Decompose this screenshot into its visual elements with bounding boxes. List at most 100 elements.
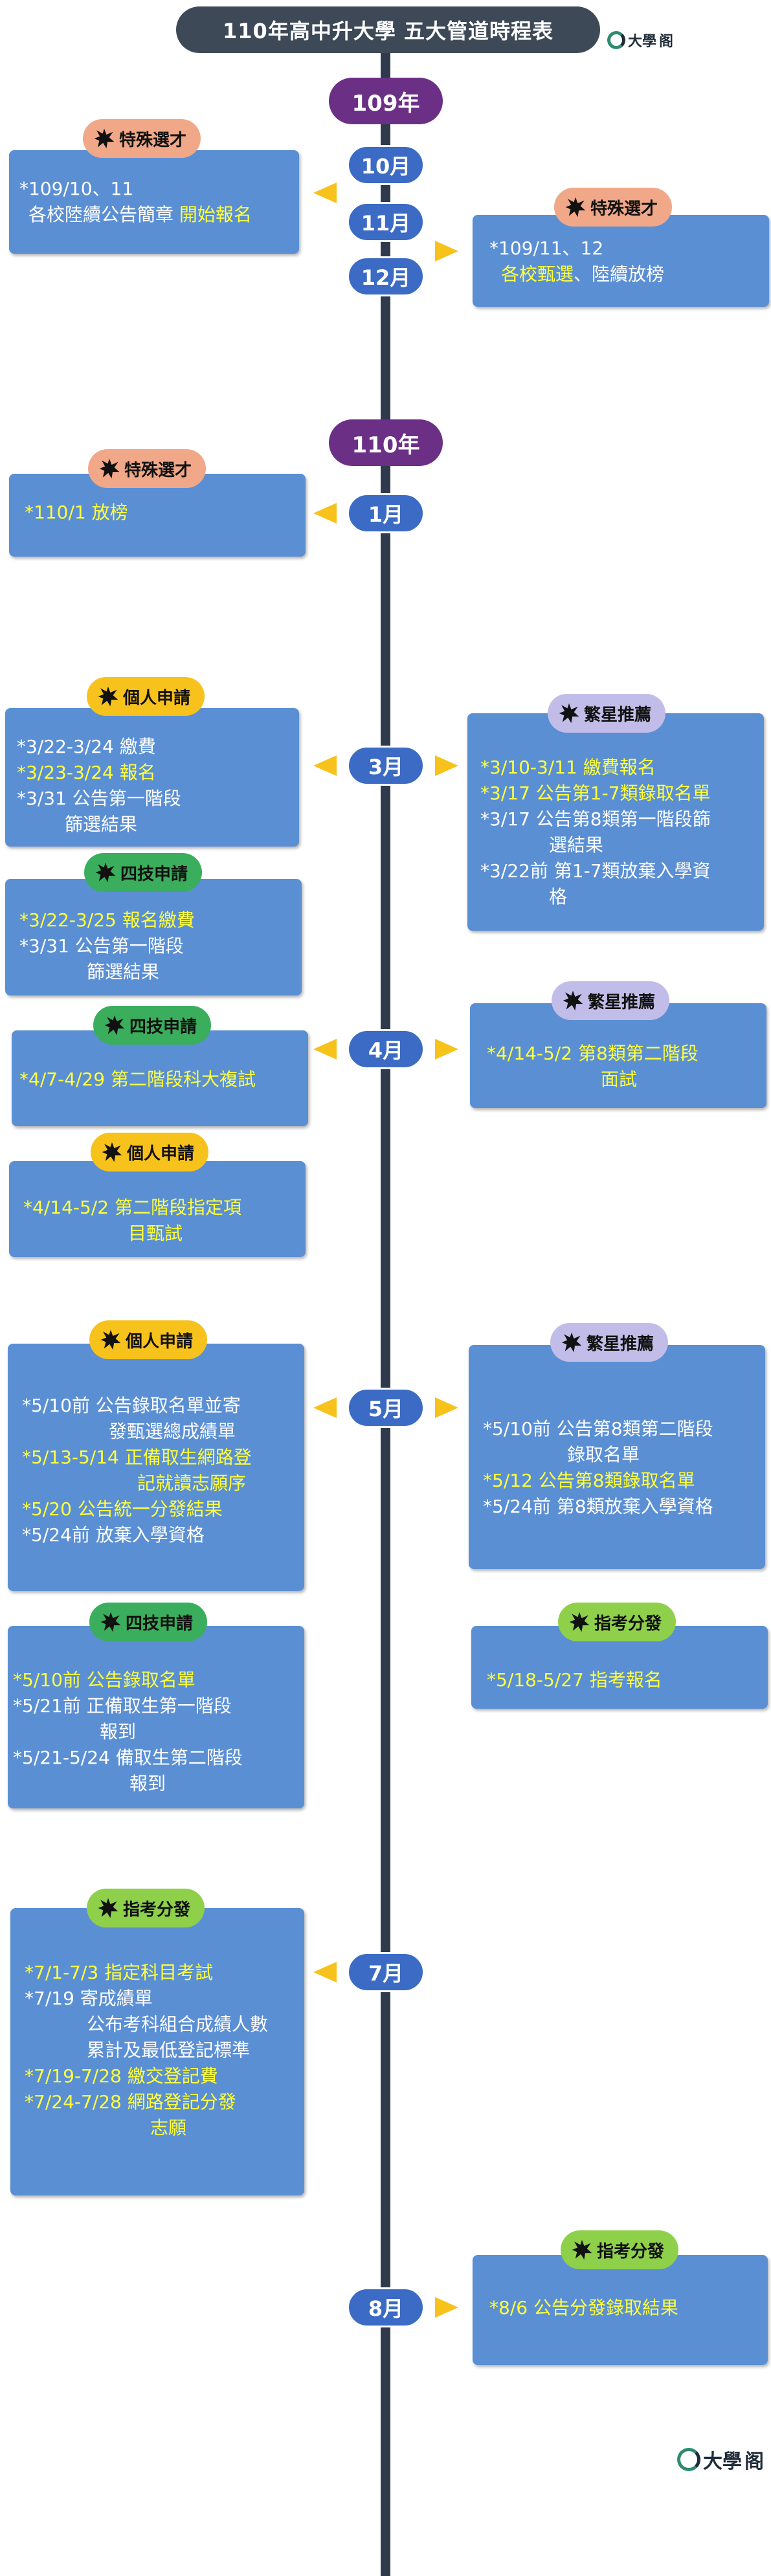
badge-label: 四技申請 — [120, 864, 188, 884]
card-line-part: 各校陸續公告簡章 — [28, 204, 174, 225]
card-line-highlight: 開始報名 — [179, 204, 252, 225]
month-jan: 1月 — [347, 493, 425, 533]
page-title: 110年高中升大學 五大管道時程表 — [176, 6, 600, 53]
arrow-left-may — [313, 1397, 337, 1418]
logo-bottom: 大學阁 — [677, 2445, 764, 2474]
card-line: 格 — [549, 886, 568, 907]
card-text-star-mar: *3/10-3/11 繳費報名 *3/17 公告第1-7類錄取名單 *3/17 … — [480, 755, 711, 910]
badge-label: 指考分發 — [594, 1614, 662, 1634]
card-line-highlight: *7/1-7/3 指定科目考試 — [25, 1962, 214, 1983]
logo-top: 大學阁 — [607, 30, 673, 50]
card-line: *3/22-3/24 繳費 — [17, 736, 156, 757]
card-line: *5/21-5/24 備取生第二階段 — [13, 1747, 243, 1768]
star-icon — [100, 1329, 121, 1350]
month-may: 5月 — [347, 1388, 425, 1428]
star-icon — [559, 703, 579, 724]
card-line: *109/11、12 — [489, 238, 604, 259]
card-text-exam-jul: *7/1-7/3 指定科目考試 *7/19 寄成績單 公布考科組合成績人數 累計… — [25, 1960, 268, 2141]
card-text-special-nov: *109/11、12 各校甄選、陸續放榜 — [489, 236, 664, 287]
card-line-highlight: *4/7-4/29 第二階段科大複試 — [19, 1069, 256, 1090]
star-icon — [100, 1612, 121, 1632]
card-line-highlight: 面試 — [601, 1069, 638, 1090]
card-line: *5/10前 公告第8類第二階段 — [483, 1418, 713, 1439]
arrow-right-nov — [435, 241, 458, 261]
card-line-highlight: *5/12 公告第8類錄取名單 — [483, 1470, 695, 1491]
card-line: 累計及最低登記標準 — [87, 2039, 251, 2061]
month-apr: 4月 — [347, 1029, 425, 1069]
card-text-personal-may: *5/10前 公告錄取名單並寄 發甄選總成績單 *5/13-5/14 正備取生網… — [22, 1393, 252, 1548]
card-line: *3/31 公告第一階段 — [19, 935, 184, 957]
badge-special: 特殊選才 — [83, 119, 201, 158]
badge-label: 特殊選才 — [124, 460, 192, 480]
card-line-highlight: *5/18-5/27 指考報名 — [487, 1669, 662, 1691]
badge-exam: 指考分發 — [87, 1889, 205, 1927]
badge-tech: 四技申請 — [89, 1603, 208, 1641]
card-line-highlight: *5/20 公告統一分發結果 — [22, 1498, 223, 1520]
card-line-highlight: *5/13-5/14 正備取生網路登 — [22, 1447, 252, 1468]
logo-text: 大學 — [628, 34, 657, 50]
badge-label: 繁星推薦 — [588, 992, 656, 1012]
card-text-tech-may: *5/10前 公告錄取名單 *5/21前 正備取生第一階段 報到 *5/21-5… — [13, 1667, 243, 1797]
card-personal-mar — [5, 708, 299, 847]
badge-special: 特殊選才 — [88, 449, 207, 488]
card-tech-may — [8, 1626, 304, 1808]
card-line: 選結果 — [549, 834, 604, 856]
arrow-right-apr — [435, 1039, 458, 1060]
card-line: *5/24前 第8類放棄入學資格 — [483, 1496, 713, 1517]
card-line-highlight: *4/14-5/2 第8類第二階段 — [487, 1043, 698, 1064]
star-icon — [98, 686, 118, 707]
card-personal-may — [8, 1344, 304, 1591]
card-line-highlight: *3/22-3/25 報名繳費 — [19, 909, 195, 931]
arrow-right-aug — [435, 2297, 458, 2318]
logo-text-last: 阁 — [744, 2450, 764, 2473]
logo-text-last: 阁 — [659, 34, 674, 50]
card-line-highlight: 記就讀志願序 — [137, 1472, 247, 1494]
card-text-tech-apr: *4/7-4/29 第二階段科大複試 — [19, 1067, 256, 1093]
month-dec: 12月 — [347, 256, 425, 296]
card-line-highlight: *3/17 公告第1-7類錄取名單 — [480, 783, 711, 804]
card-text-exam-may: *5/18-5/27 指考報名 — [487, 1667, 662, 1693]
arrow-left-jan — [313, 503, 337, 524]
logo-icon — [677, 2448, 700, 2471]
card-line: 各校甄選、陸續放榜 — [489, 261, 664, 287]
card-tech-apr — [12, 1030, 308, 1126]
badge-label: 個人申請 — [126, 1331, 194, 1351]
star-icon — [102, 1142, 122, 1162]
badge-personal: 個人申請 — [89, 1320, 208, 1359]
card-line-highlight: 各校甄選 — [501, 263, 574, 285]
star-icon — [569, 1612, 590, 1632]
card-exam-jul — [10, 1908, 304, 2195]
month-nov: 11月 — [347, 202, 425, 242]
arrow-left-jul — [313, 1962, 337, 1982]
card-text-special-jan: *110/1 放榜 — [25, 500, 128, 526]
card-star-mar — [467, 713, 764, 931]
badge-exam: 指考分發 — [561, 2230, 679, 2269]
card-text-personal-apr: *4/14-5/2 第二階段指定項 目甄試 — [23, 1195, 241, 1247]
card-line-highlight: *7/24-7/28 網路登記分發 — [25, 2091, 236, 2113]
card-line-highlight: *3/23-3/24 報名 — [17, 762, 156, 783]
card-line: *5/10前 公告錄取名單並寄 — [22, 1395, 241, 1416]
star-icon — [561, 1332, 582, 1353]
star-icon — [95, 862, 116, 883]
badge-label: 個人申請 — [123, 688, 191, 708]
card-text-personal-mar: *3/22-3/24 繳費 *3/23-3/24 報名 *3/31 公告第一階段… — [17, 734, 181, 838]
month-jul: 7月 — [347, 1952, 425, 1992]
card-line-highlight: *8/6 公告分發錄取結果 — [489, 2297, 678, 2318]
card-line: 公布考科組合成績人數 — [87, 2014, 269, 2035]
timeline-spine — [381, 39, 390, 2576]
logo-icon — [607, 31, 625, 49]
card-line: *3/31 公告第一階段 — [17, 788, 181, 809]
badge-label: 指考分發 — [597, 2241, 665, 2261]
card-tech-mar — [5, 879, 302, 995]
badge-label: 繁星推薦 — [584, 705, 652, 725]
card-text-exam-aug: *8/6 公告分發錄取結果 — [489, 2295, 678, 2321]
card-line-highlight: 志願 — [150, 2117, 187, 2138]
card-line: 報到 — [129, 1773, 166, 1794]
card-text-star-may: *5/10前 公告第8類第二階段 錄取名單 *5/12 公告第8類錄取名單 *5… — [483, 1416, 713, 1520]
badge-special: 特殊選才 — [554, 188, 673, 227]
month-aug: 8月 — [347, 2287, 425, 2327]
card-line: 發甄選總成績單 — [109, 1421, 236, 1442]
arrow-right-may — [435, 1397, 458, 1418]
star-icon — [98, 1898, 118, 1918]
